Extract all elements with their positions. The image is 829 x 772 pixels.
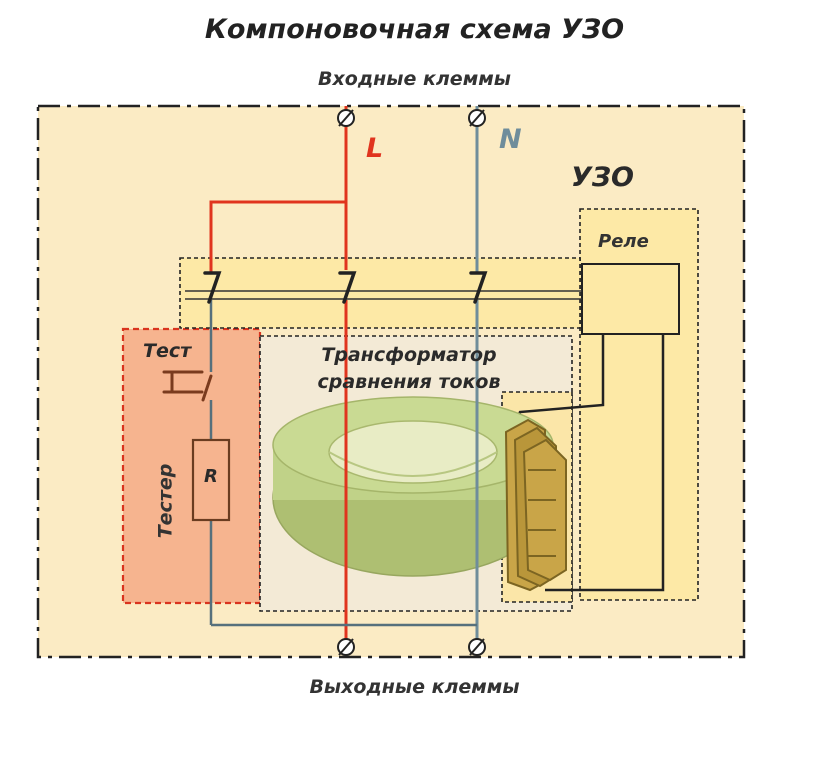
relay-block [581,263,680,335]
output-terminals-label: Выходные клеммы [309,676,520,698]
diagram-title: Компоновочная схема УЗО [204,14,625,45]
output-terminal [337,638,486,656]
secondary-coil [504,418,567,592]
transformer-label: Трансформатор сравнения токов [284,342,534,396]
phase-label: L [366,133,384,164]
tester-wire [209,300,477,627]
test-button-label: Тест [143,340,192,362]
contact-switch [203,271,488,304]
phase-wire [209,106,348,640]
tester-zone [121,327,262,605]
neutral-label: N [499,124,522,155]
device-label: УЗО [571,162,634,193]
transformer-label-line1: Трансформатор [321,344,497,366]
contacts-bar-zone [179,257,581,329]
transformer-label-line2: сравнения токов [317,371,501,393]
resistor-box [191,438,231,522]
relay-label: Реле [598,231,649,252]
resistor-label: R [204,466,218,487]
test-button-icon [162,370,213,402]
tester-label: Тестер [154,463,177,539]
input-terminal [337,109,486,127]
input-terminals-label: Входные клеммы [318,68,511,90]
relay-return-lead [545,334,665,592]
